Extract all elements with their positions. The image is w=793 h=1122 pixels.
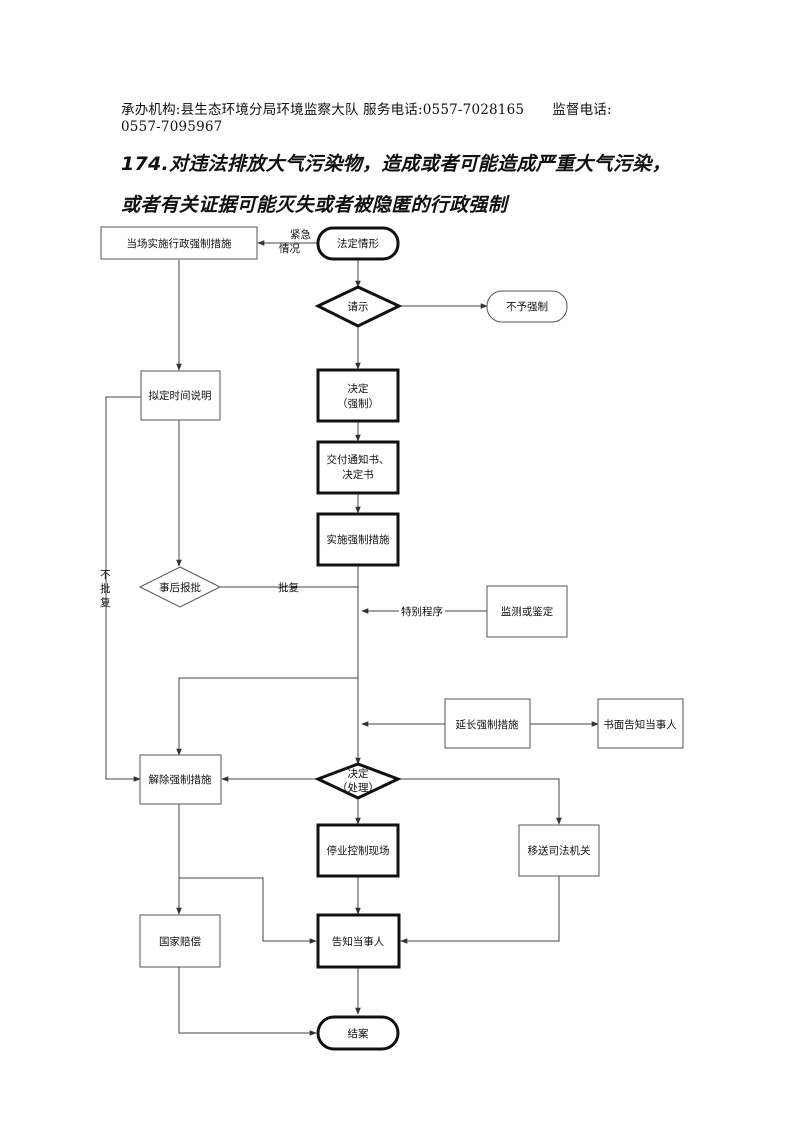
supervise-phone: 0557-7095967	[121, 119, 223, 135]
page-title-line-1: 174.对违法排放大气污染物，造成或者可能造成严重大气污染，	[121, 153, 671, 175]
org-label: 承办机构:	[121, 102, 181, 118]
label-approve: 批复	[278, 581, 299, 594]
svg-text:停业控制现场: 停业控制现场	[327, 844, 390, 857]
supervise-label: 监督电话:	[552, 102, 612, 118]
node-on-site-measure: 当场实施行政强制措施	[100, 226, 258, 260]
node-monitor: 监测或鉴定	[486, 585, 568, 638]
svg-text:解除强制措施: 解除强制措施	[149, 773, 212, 786]
header-line-1: 承办机构:县生态环境分局环境监察大队 服务电话:0557-7028165 监督电话…	[121, 98, 612, 118]
label-special: 特别程序	[401, 605, 443, 618]
node-extend: 延长强制措施	[444, 698, 531, 749]
svg-text:请示: 请示	[348, 300, 369, 313]
node-no-enforce: 不予强制	[486, 290, 568, 323]
node-close-case: 结案	[316, 1015, 400, 1051]
svg-text:监测或鉴定: 监测或鉴定	[501, 605, 554, 618]
node-notify-party: 告知当事人	[316, 913, 401, 969]
svg-text:事后报批: 事后报批	[159, 581, 201, 594]
node-decide-handle: 决定 （处理）	[314, 762, 402, 800]
svg-text:（强制）: （强制）	[337, 397, 379, 410]
svg-text:决定: 决定	[348, 382, 369, 395]
label-urgent-2: 情况	[279, 242, 300, 255]
label-urgent-1: 紧急	[290, 228, 311, 241]
svg-text:不予强制: 不予强制	[506, 300, 548, 313]
svg-text:告知当事人: 告知当事人	[332, 935, 385, 948]
svg-text:移送司法机关: 移送司法机关	[528, 844, 591, 857]
service-phone: 0557-7028165	[422, 102, 525, 118]
label-not-approve-3: 复	[100, 596, 111, 609]
node-request: 请示	[314, 285, 403, 328]
svg-text:结案: 结案	[348, 1027, 369, 1040]
node-decide-enforce: 决定 （强制）	[316, 368, 400, 423]
node-release: 解除强制措施	[139, 754, 222, 805]
node-implement: 实施强制措施	[316, 512, 400, 567]
svg-text:法定情形: 法定情形	[337, 237, 379, 250]
org-name: 县生态环境分局环境监察大队	[180, 102, 359, 118]
svg-text:当场实施行政强制措施: 当场实施行政强制措施	[127, 237, 232, 250]
node-draft-time: 拟定时间说明	[140, 370, 221, 421]
label-not-approve-1: 不	[100, 569, 111, 581]
node-compensation: 国家赔偿	[139, 914, 221, 968]
svg-text:交付通知书、: 交付通知书、	[327, 453, 390, 466]
node-start: 法定情形	[316, 226, 400, 261]
node-post-report: 事后报批	[138, 566, 222, 608]
svg-text:书面告知当事人: 书面告知当事人	[603, 718, 677, 731]
svg-text:实施强制措施: 实施强制措施	[327, 533, 390, 546]
node-transfer-judicial: 移送司法机关	[518, 824, 600, 877]
svg-text:国家赔偿: 国家赔偿	[159, 935, 201, 948]
svg-text:（处理）: （处理）	[337, 782, 379, 794]
svg-text:延长强制措施: 延长强制措施	[456, 718, 519, 731]
node-deliver-notice: 交付通知书、 决定书	[316, 440, 400, 495]
service-label: 服务电话:	[363, 102, 423, 118]
node-stop-site: 停业控制现场	[316, 823, 400, 878]
connectors	[105, 240, 599, 1036]
node-notify-written: 书面告知当事人	[597, 698, 684, 749]
svg-text:决定书: 决定书	[342, 468, 374, 481]
svg-text:决定: 决定	[348, 767, 369, 780]
label-not-approve-2: 批	[100, 582, 111, 595]
svg-text:拟定时间说明: 拟定时间说明	[149, 389, 212, 402]
page-title-line-2: 或者有关证据可能灭失或者被隐匿的行政强制	[121, 194, 508, 216]
